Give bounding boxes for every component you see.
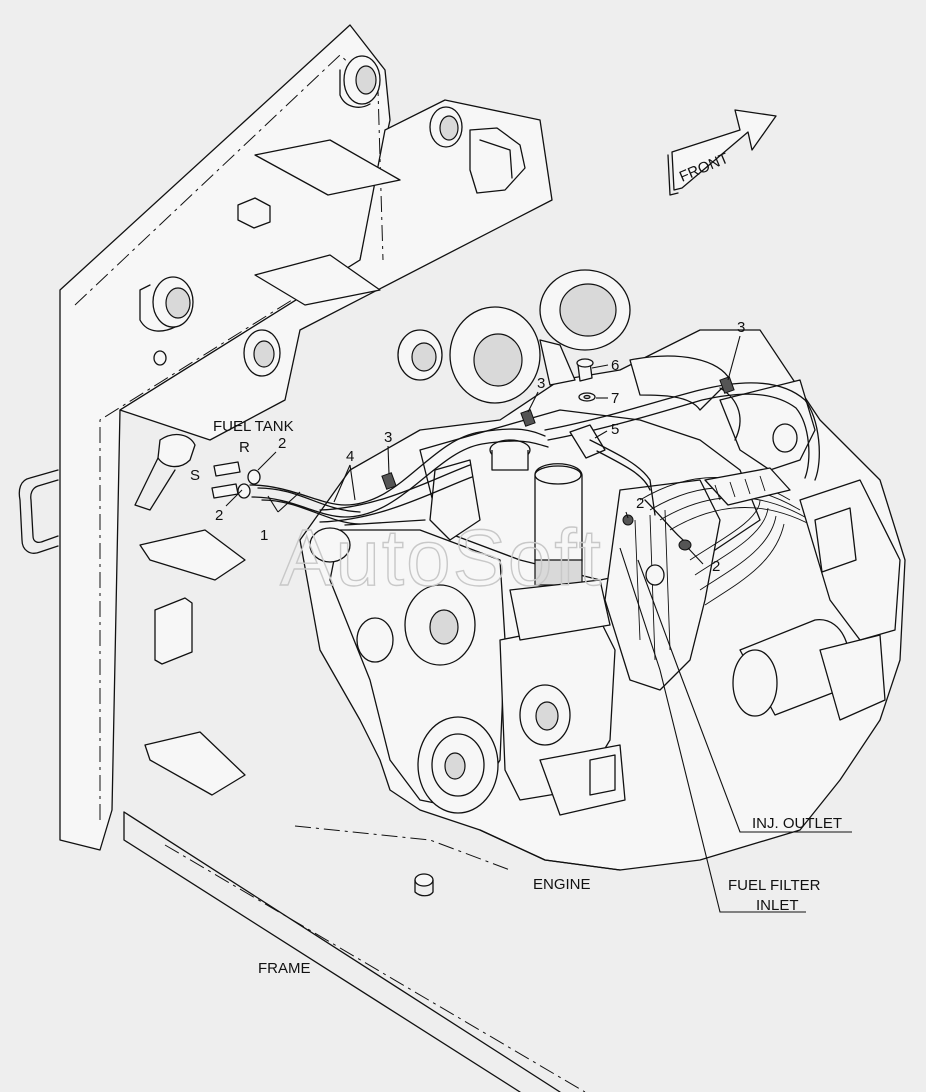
- watermark: AutoSoft: [280, 513, 603, 602]
- inj-outlet-label: INJ. OUTLET: [752, 815, 842, 832]
- callout-clip-3-center: 3: [537, 375, 545, 392]
- labels: FUEL TANK R S ENGINE FRAME INJ. OUTLET F…: [190, 418, 842, 977]
- part-callouts: 1 2 2 2 2 3 3 3 4 5 6 7: [215, 319, 745, 575]
- callout-clamp-2-injector: 2: [712, 558, 720, 575]
- fuel-hoses: [211, 358, 820, 551]
- callout-sleeve-5: 5: [611, 421, 619, 438]
- fuel-filter-inlet-label-line2: INLET: [756, 897, 799, 914]
- callout-clip-3-left: 3: [384, 429, 392, 446]
- engine-label: ENGINE: [533, 876, 591, 893]
- callout-hose-1: 1: [260, 527, 268, 544]
- fuel-tank-label: FUEL TANK: [213, 418, 294, 435]
- callout-clamp-2-upper: 2: [278, 435, 286, 452]
- callout-clamp-2-lower: 2: [215, 507, 223, 524]
- callout-bolt-6: 6: [611, 357, 619, 374]
- frame-structure: [18, 24, 586, 1092]
- engine-assembly: [299, 269, 906, 871]
- front-direction-arrow: FRONT: [667, 109, 777, 196]
- leader-lines: [225, 335, 852, 913]
- frame-label: FRAME: [258, 960, 311, 977]
- fuel-filter-inlet-label-line1: FUEL FILTER: [728, 877, 821, 894]
- return-port-label: R: [239, 439, 250, 456]
- callout-clamp-2-filter: 2: [636, 495, 644, 512]
- callout-clip-3-right: 3: [737, 319, 745, 336]
- callout-washer-7: 7: [611, 390, 619, 407]
- callout-hose-4: 4: [346, 448, 354, 465]
- supply-port-label: S: [190, 467, 200, 484]
